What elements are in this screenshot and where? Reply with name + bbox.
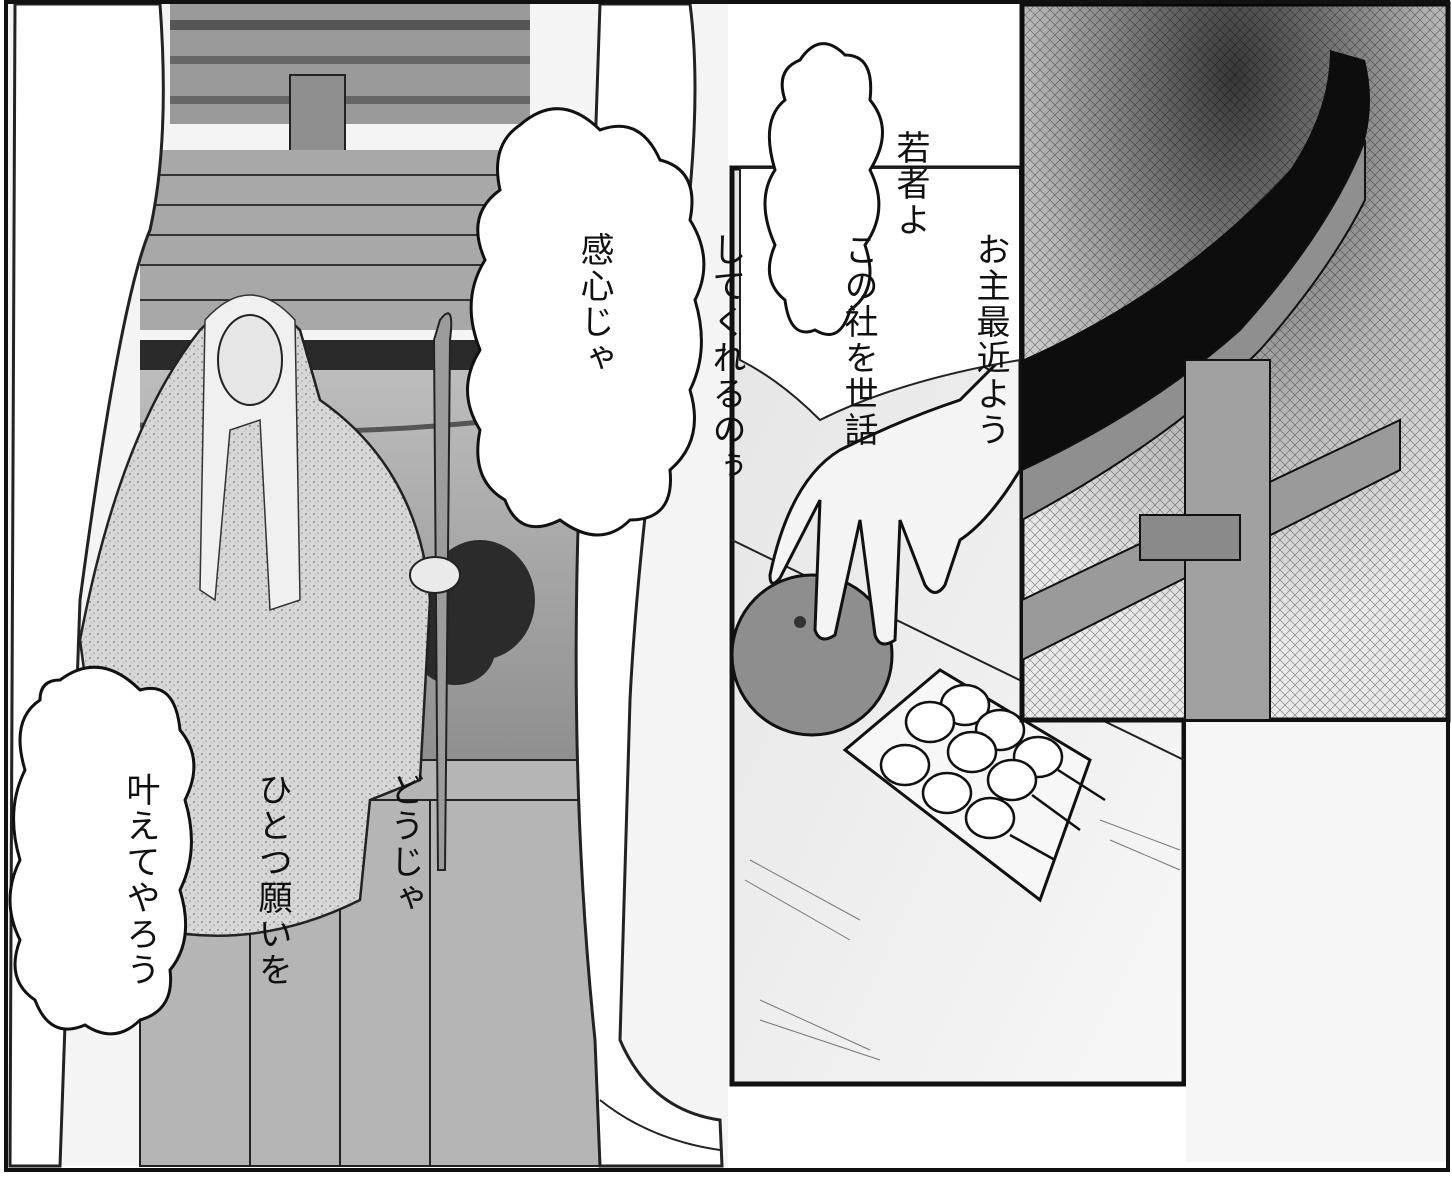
speech-line: 感心じゃ bbox=[574, 232, 614, 376]
panel-empty-corner bbox=[1186, 722, 1448, 1162]
orange bbox=[730, 573, 894, 737]
speech-line: どうじゃ bbox=[384, 772, 424, 916]
speech-line: 若者よ bbox=[890, 130, 930, 238]
reaching-hand bbox=[768, 336, 1022, 646]
speech-line: お主最近よう bbox=[970, 232, 1010, 448]
panel-torii-closeup bbox=[1019, 1, 1451, 723]
speech-bubble-young-one bbox=[763, 42, 884, 336]
dango-skewers bbox=[879, 683, 1064, 840]
speech-line: この社を世話 bbox=[838, 232, 878, 448]
speech-text-praise: お主最近よう この社を世話 してくれるのぅ 感心じゃ bbox=[484, 232, 1100, 484]
elder-face bbox=[217, 314, 283, 406]
speech-bubble-praise bbox=[466, 107, 706, 537]
speech-text-young-one: 若者よ bbox=[800, 130, 1020, 298]
speech-line: してくれるのぅ bbox=[706, 232, 746, 484]
speech-bubble-wish bbox=[8, 665, 196, 1036]
speech-line: 叶えてやろう bbox=[120, 772, 160, 988]
speech-text-wish: どうじゃ ひとつ願いを 叶えてやろう bbox=[30, 772, 514, 988]
speech-line: ひとつ願いを bbox=[252, 772, 292, 988]
